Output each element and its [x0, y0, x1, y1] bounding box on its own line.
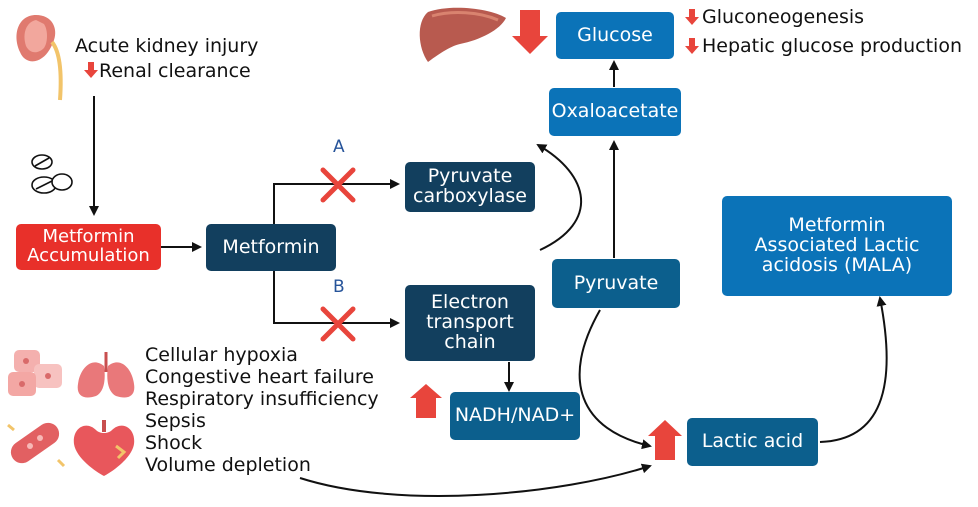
heart-icon	[73, 420, 135, 476]
mala-box: Metformin Associated Lactic acidosis (MA…	[722, 196, 952, 296]
up-arrow-icon	[648, 420, 682, 460]
risk-factor-item: Cellular hypoxia	[145, 344, 298, 366]
effect-gluconeogenesis: Gluconeogenesis	[702, 6, 865, 28]
risk-factor-item: Volume depletion	[145, 454, 311, 476]
kidney-note-aki: Acute kidney injury	[75, 35, 259, 57]
cross-icon	[320, 306, 356, 342]
kidney-icon	[16, 15, 63, 101]
arrow-curve-to-oxaloacetate	[536, 143, 582, 251]
lungs-icon	[77, 352, 135, 398]
down-arrow-icon	[685, 9, 699, 25]
risk-factor-item: Sepsis	[145, 410, 206, 432]
oxaloacetate-box: Oxaloacetate	[549, 88, 681, 136]
liver-icon	[419, 7, 506, 63]
up-arrow-icon	[410, 384, 442, 418]
path-label-b: B	[333, 277, 345, 297]
down-arrow-icon	[512, 10, 548, 54]
electron-transport-chain-box: Electron transport chain	[405, 285, 535, 361]
risk-factor-list: Cellular hypoxia Congestive heart failur…	[145, 344, 379, 476]
cells-icon	[8, 350, 62, 396]
pyruvate-carboxylase-box: Pyruvate carboxylase	[405, 162, 535, 212]
nadh-box: NADH/NAD+	[450, 392, 580, 440]
metformin-box: Metformin	[206, 224, 336, 271]
down-arrow-icon	[84, 62, 98, 78]
risk-factor-item: Congestive heart failure	[145, 366, 374, 388]
arrow-pyruvate-to-lactic-acid	[578, 309, 652, 450]
glucose-box: Glucose	[556, 12, 674, 59]
risk-factor-item: Shock	[145, 432, 203, 454]
arrow-risk-to-lactic-acid	[299, 463, 652, 497]
arrow-metformin-to-pyruvate-carboxylase	[273, 179, 400, 224]
arrow-lactic-acid-to-mala	[819, 296, 888, 443]
cross-icon	[320, 167, 356, 203]
arrow-metformin-to-etc	[273, 270, 400, 328]
risk-factor-item: Respiratory insufficiency	[145, 388, 379, 410]
bacteria-icon	[7, 422, 66, 468]
pills-icon	[31, 154, 73, 194]
effect-hepatic-glucose-production: Hepatic glucose production	[702, 35, 962, 57]
lactic-acid-box: Lactic acid	[687, 418, 818, 466]
down-arrow-icon	[685, 38, 699, 54]
path-label-a: A	[333, 137, 345, 157]
pyruvate-box: Pyruvate	[552, 259, 680, 308]
kidney-note-renal-clearance: Renal clearance	[99, 60, 251, 82]
metformin-accumulation-box: Metformin Accumulation	[16, 224, 161, 270]
